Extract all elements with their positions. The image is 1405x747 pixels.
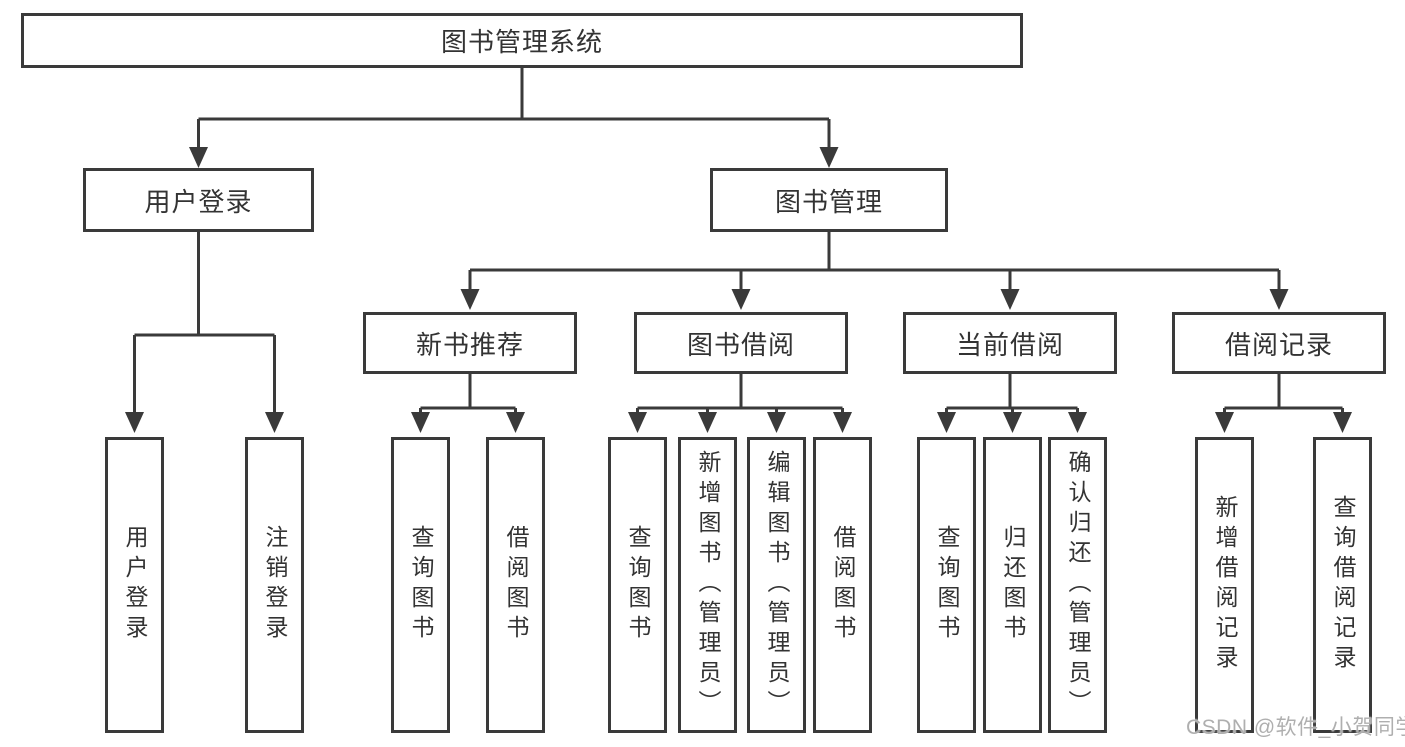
arrow-down-icon (1003, 412, 1022, 433)
leaf-label: 新增借阅记录 (1212, 495, 1238, 675)
leaf-confirm-return-admin: 确认归还（管理员） (1048, 437, 1107, 733)
leaf-logout: 注销登录 (245, 437, 304, 733)
leaf-label: 查询借阅记录 (1330, 495, 1356, 675)
connector-new-book-recommendation-to-leaves (419, 374, 517, 414)
arrow-down-icon (460, 289, 480, 310)
leaf-query-borrow-record: 查询借阅记录 (1313, 437, 1372, 733)
leaf-borrow-books-recommend: 借阅图书 (486, 437, 545, 733)
leaf-label: 查询图书 (408, 525, 434, 645)
arrow-down-icon (125, 412, 144, 433)
leaf-label: 确认归还（管理员） (1065, 450, 1091, 720)
connector-book-management-to-level3 (468, 232, 1281, 291)
leaf-edit-book-admin: 编辑图书（管理员） (747, 437, 806, 733)
arrow-down-icon (1215, 412, 1234, 433)
connector-root-to-level2 (197, 68, 831, 149)
arrow-down-icon (767, 412, 786, 433)
leaf-label: 借阅图书 (830, 525, 856, 645)
connector-book-borrowing-to-leaves (636, 374, 844, 414)
connector-current-borrowing-to-leaves (945, 374, 1079, 414)
leaf-label: 新增图书（管理员） (695, 450, 721, 720)
arrow-down-icon (731, 289, 751, 310)
csdn-watermark: CSDN @软件_小贺同学 (1186, 716, 1405, 739)
node-current-borrowing: 当前借阅 (903, 312, 1117, 374)
leaf-borrow-books-borrowing: 借阅图书 (813, 437, 872, 733)
connector-borrowing-records-to-leaves (1223, 374, 1344, 414)
node-book-borrowing: 图书借阅 (634, 312, 848, 374)
leaf-label: 注销登录 (262, 525, 288, 645)
arrow-down-icon (698, 412, 717, 433)
arrow-down-icon (1000, 289, 1020, 310)
node-library-management-system: 图书管理系统 (21, 13, 1023, 68)
arrow-down-icon (1068, 412, 1087, 433)
leaf-label: 用户登录 (122, 525, 148, 645)
arrow-down-icon (265, 412, 284, 433)
arrow-down-icon (819, 147, 839, 168)
leaf-query-books-recommend: 查询图书 (391, 437, 450, 733)
node-book-management: 图书管理 (710, 168, 948, 232)
leaf-query-books-current: 查询图书 (917, 437, 976, 733)
node-user-login: 用户登录 (83, 168, 314, 232)
leaf-query-books-borrowing: 查询图书 (608, 437, 667, 733)
leaf-add-book-admin: 新增图书（管理员） (678, 437, 737, 733)
leaf-return-books: 归还图书 (983, 437, 1042, 733)
node-borrowing-records: 借阅记录 (1172, 312, 1386, 374)
arrow-down-icon (1333, 412, 1352, 433)
arrow-down-icon (937, 412, 956, 433)
connector-user-login-to-leaves (133, 232, 276, 414)
leaf-add-borrow-record: 新增借阅记录 (1195, 437, 1254, 733)
leaf-label: 借阅图书 (503, 525, 529, 645)
leaf-label: 查询图书 (625, 525, 651, 645)
arrow-down-icon (189, 147, 208, 168)
leaf-user-login: 用户登录 (105, 437, 164, 733)
arrow-down-icon (411, 412, 430, 433)
leaf-label: 查询图书 (934, 525, 960, 645)
leaf-label: 编辑图书（管理员） (764, 450, 790, 720)
arrow-down-icon (1269, 289, 1289, 310)
arrow-down-icon (833, 412, 852, 433)
arrow-down-icon (506, 412, 525, 433)
arrow-down-icon (628, 412, 647, 433)
node-new-book-recommendation: 新书推荐 (363, 312, 577, 374)
leaf-label: 归还图书 (1000, 525, 1026, 645)
